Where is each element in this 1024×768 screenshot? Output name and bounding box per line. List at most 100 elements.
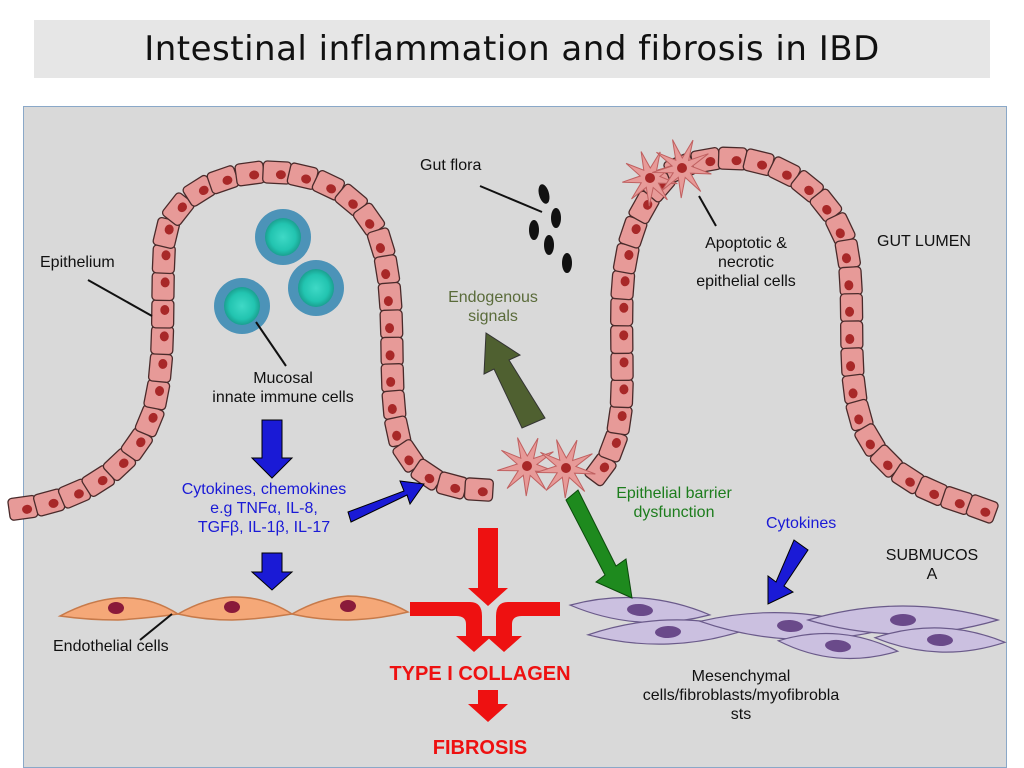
epithelial-cell (610, 297, 634, 327)
mucosal-label-line: Mucosal (253, 370, 313, 387)
mesenchymal-label: Mesenchymal cells/fibroblasts/myofibrobl… (616, 667, 866, 724)
title-bar: Intestinal inflammation and fibrosis in … (34, 20, 990, 78)
epithelial-cell (392, 439, 425, 473)
epithelial-cell (435, 471, 469, 500)
epithelial-nucleus (845, 334, 855, 345)
blue-arrow-down (250, 419, 294, 479)
barrier-label-line: dysfunction (633, 504, 715, 521)
epithelial-nucleus (619, 302, 629, 313)
epithelial-cell (151, 244, 176, 275)
epithelial-nucleus (980, 507, 991, 517)
mesenchymal-fibroblasts (568, 596, 1007, 660)
apoptotic-nucleus (561, 463, 571, 473)
epithelial-nucleus (119, 458, 129, 468)
epithelial-nucleus (301, 174, 312, 184)
page-title: Intestinal inflammation and fibrosis in … (144, 29, 880, 69)
epithelial-nucleus (348, 199, 358, 209)
epithelial-cell (381, 389, 407, 421)
immune-cell-nucleus (298, 269, 334, 307)
epithelial-cell (380, 363, 405, 393)
epithelial-nucleus (161, 250, 171, 261)
gut-flora-pointer (479, 185, 543, 213)
epithelial-cell (182, 174, 217, 207)
epithelial-cell (610, 351, 634, 382)
endogenous-signals-label: Endogenous signals (430, 288, 556, 326)
epithelial-cell (854, 423, 886, 457)
epithelial-nucleus (619, 330, 629, 341)
fibroblast-nucleus (627, 603, 653, 617)
epithelial-cell (143, 378, 171, 411)
epithelial-nucleus (392, 430, 402, 441)
epithelial-nucleus (617, 411, 627, 422)
fibroblast-nucleus (655, 625, 681, 639)
mesenchymal-label-line: sts (730, 706, 752, 723)
epithelial-nucleus (619, 357, 629, 368)
red-arrow-down (468, 528, 508, 606)
epithelial-nucleus (385, 350, 395, 361)
bacterium (562, 253, 572, 273)
epithelial-cell (134, 404, 165, 438)
fibroblast-nucleus (890, 614, 916, 626)
endothelial-cells (57, 595, 410, 621)
mesenchymal-label-line: cells/fibroblasts/myofibrobla (642, 687, 840, 704)
epithelial-nucleus (619, 384, 629, 395)
epithelial-cell (120, 427, 153, 462)
epithelial-nucleus (383, 296, 393, 307)
endogenous-label-line: signals (468, 308, 518, 325)
endothelial-nucleus (340, 600, 356, 612)
left-crypt-epithelium (7, 160, 494, 521)
red-arrow-left-branch (410, 602, 492, 652)
epithelial-cell (33, 488, 66, 517)
epithelial-cell (234, 160, 266, 187)
epithelial-nucleus (155, 386, 165, 397)
gut-flora-bacteria (529, 184, 572, 273)
epithelial-nucleus (381, 269, 391, 280)
epithelial-cell (151, 271, 175, 302)
epithelial-nucleus (954, 499, 965, 509)
epithelial-cell (606, 404, 633, 436)
apoptotic-nucleus (677, 163, 687, 173)
fibroblast-nucleus (927, 633, 953, 647)
epithelial-cell (150, 325, 175, 356)
epithelial-nucleus (160, 304, 170, 315)
apoptotic-nucleus (522, 461, 532, 471)
red-arrow-fibrosis (468, 690, 508, 722)
epithelium-pointer (87, 279, 153, 317)
fibrosis-label: FIBROSIS (432, 737, 528, 759)
epithelial-nucleus (222, 175, 233, 185)
olive-arrow-endogenous (483, 332, 546, 429)
epithelial-nucleus (385, 323, 395, 334)
epithelial-cell (610, 324, 634, 355)
barrier-dysfunction-label: Epithelial barrier dysfunction (598, 484, 750, 522)
fibroblast-nucleus (777, 619, 803, 633)
epithelial-cell (839, 293, 864, 323)
cytokines-right-label: Cytokines (766, 515, 837, 532)
epithelial-nucleus (782, 170, 792, 180)
epithelial-nucleus (160, 277, 170, 288)
epithelial-nucleus (198, 185, 209, 196)
red-arrow-right-branch (486, 602, 560, 652)
epithelial-nucleus (611, 438, 621, 448)
epithelial-nucleus (835, 228, 845, 239)
epithelial-cell (840, 320, 864, 350)
epithelial-cell (380, 336, 404, 367)
fibroblast-cell (873, 627, 1007, 653)
apoptotic-label: Apoptotic & necrotic epithelial cells (674, 234, 818, 291)
epithelial-nucleus (387, 403, 397, 414)
epithelial-nucleus (275, 170, 286, 180)
apoptotic-label-line: epithelial cells (696, 273, 796, 290)
immune-cell-nucleus (224, 287, 260, 325)
epithelial-nucleus (365, 219, 375, 229)
mucosal-immune-cells (214, 209, 344, 334)
apoptotic-nucleus (645, 173, 655, 183)
blue-arrow-diagonal (347, 480, 425, 523)
epithelial-nucleus (624, 250, 634, 261)
epithelial-cell (206, 165, 240, 195)
epithelium-label: Epithelium (40, 254, 115, 271)
epithelial-cell (940, 486, 973, 515)
epithelial-cell (809, 188, 843, 223)
epithelial-nucleus (148, 412, 158, 423)
endogenous-label-line: Endogenous (448, 289, 538, 306)
epithelial-nucleus (865, 439, 875, 450)
epithelial-nucleus (404, 455, 414, 466)
